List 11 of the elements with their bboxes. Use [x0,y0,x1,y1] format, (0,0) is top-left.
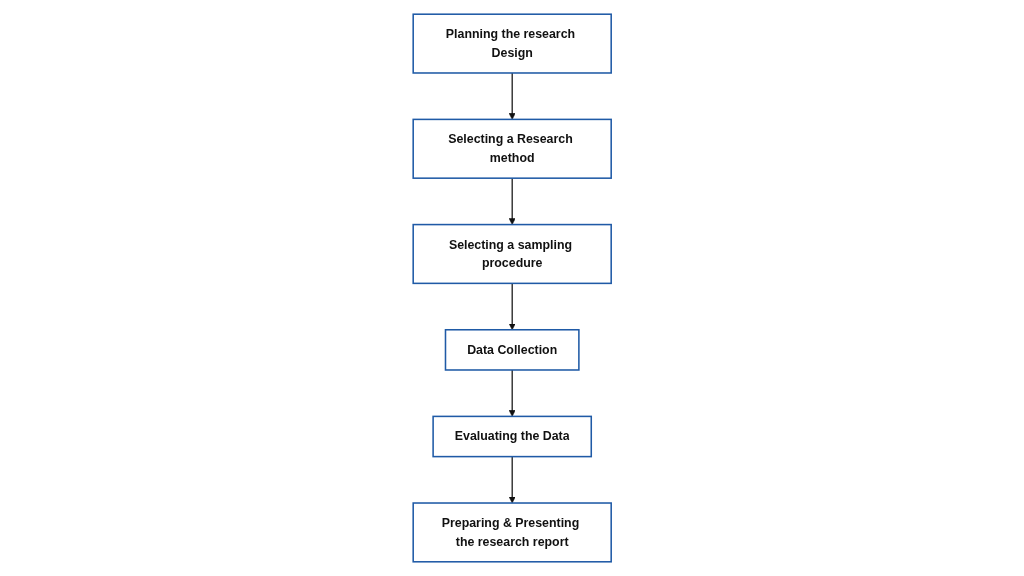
arrow [508,282,516,331]
arrow [508,72,516,120]
node-box: Planning the research Design [412,13,612,74]
arrow [508,177,516,225]
arrow [508,369,516,417]
node-box: Preparing & Presenting the research report [412,502,612,563]
arrow [508,456,516,504]
node-box: Selecting a sampling procedure [412,223,612,285]
node-box: Evaluating the Data [432,415,592,458]
node-box: Selecting a Research method [412,118,612,179]
node-box: Data Collection [444,329,580,371]
